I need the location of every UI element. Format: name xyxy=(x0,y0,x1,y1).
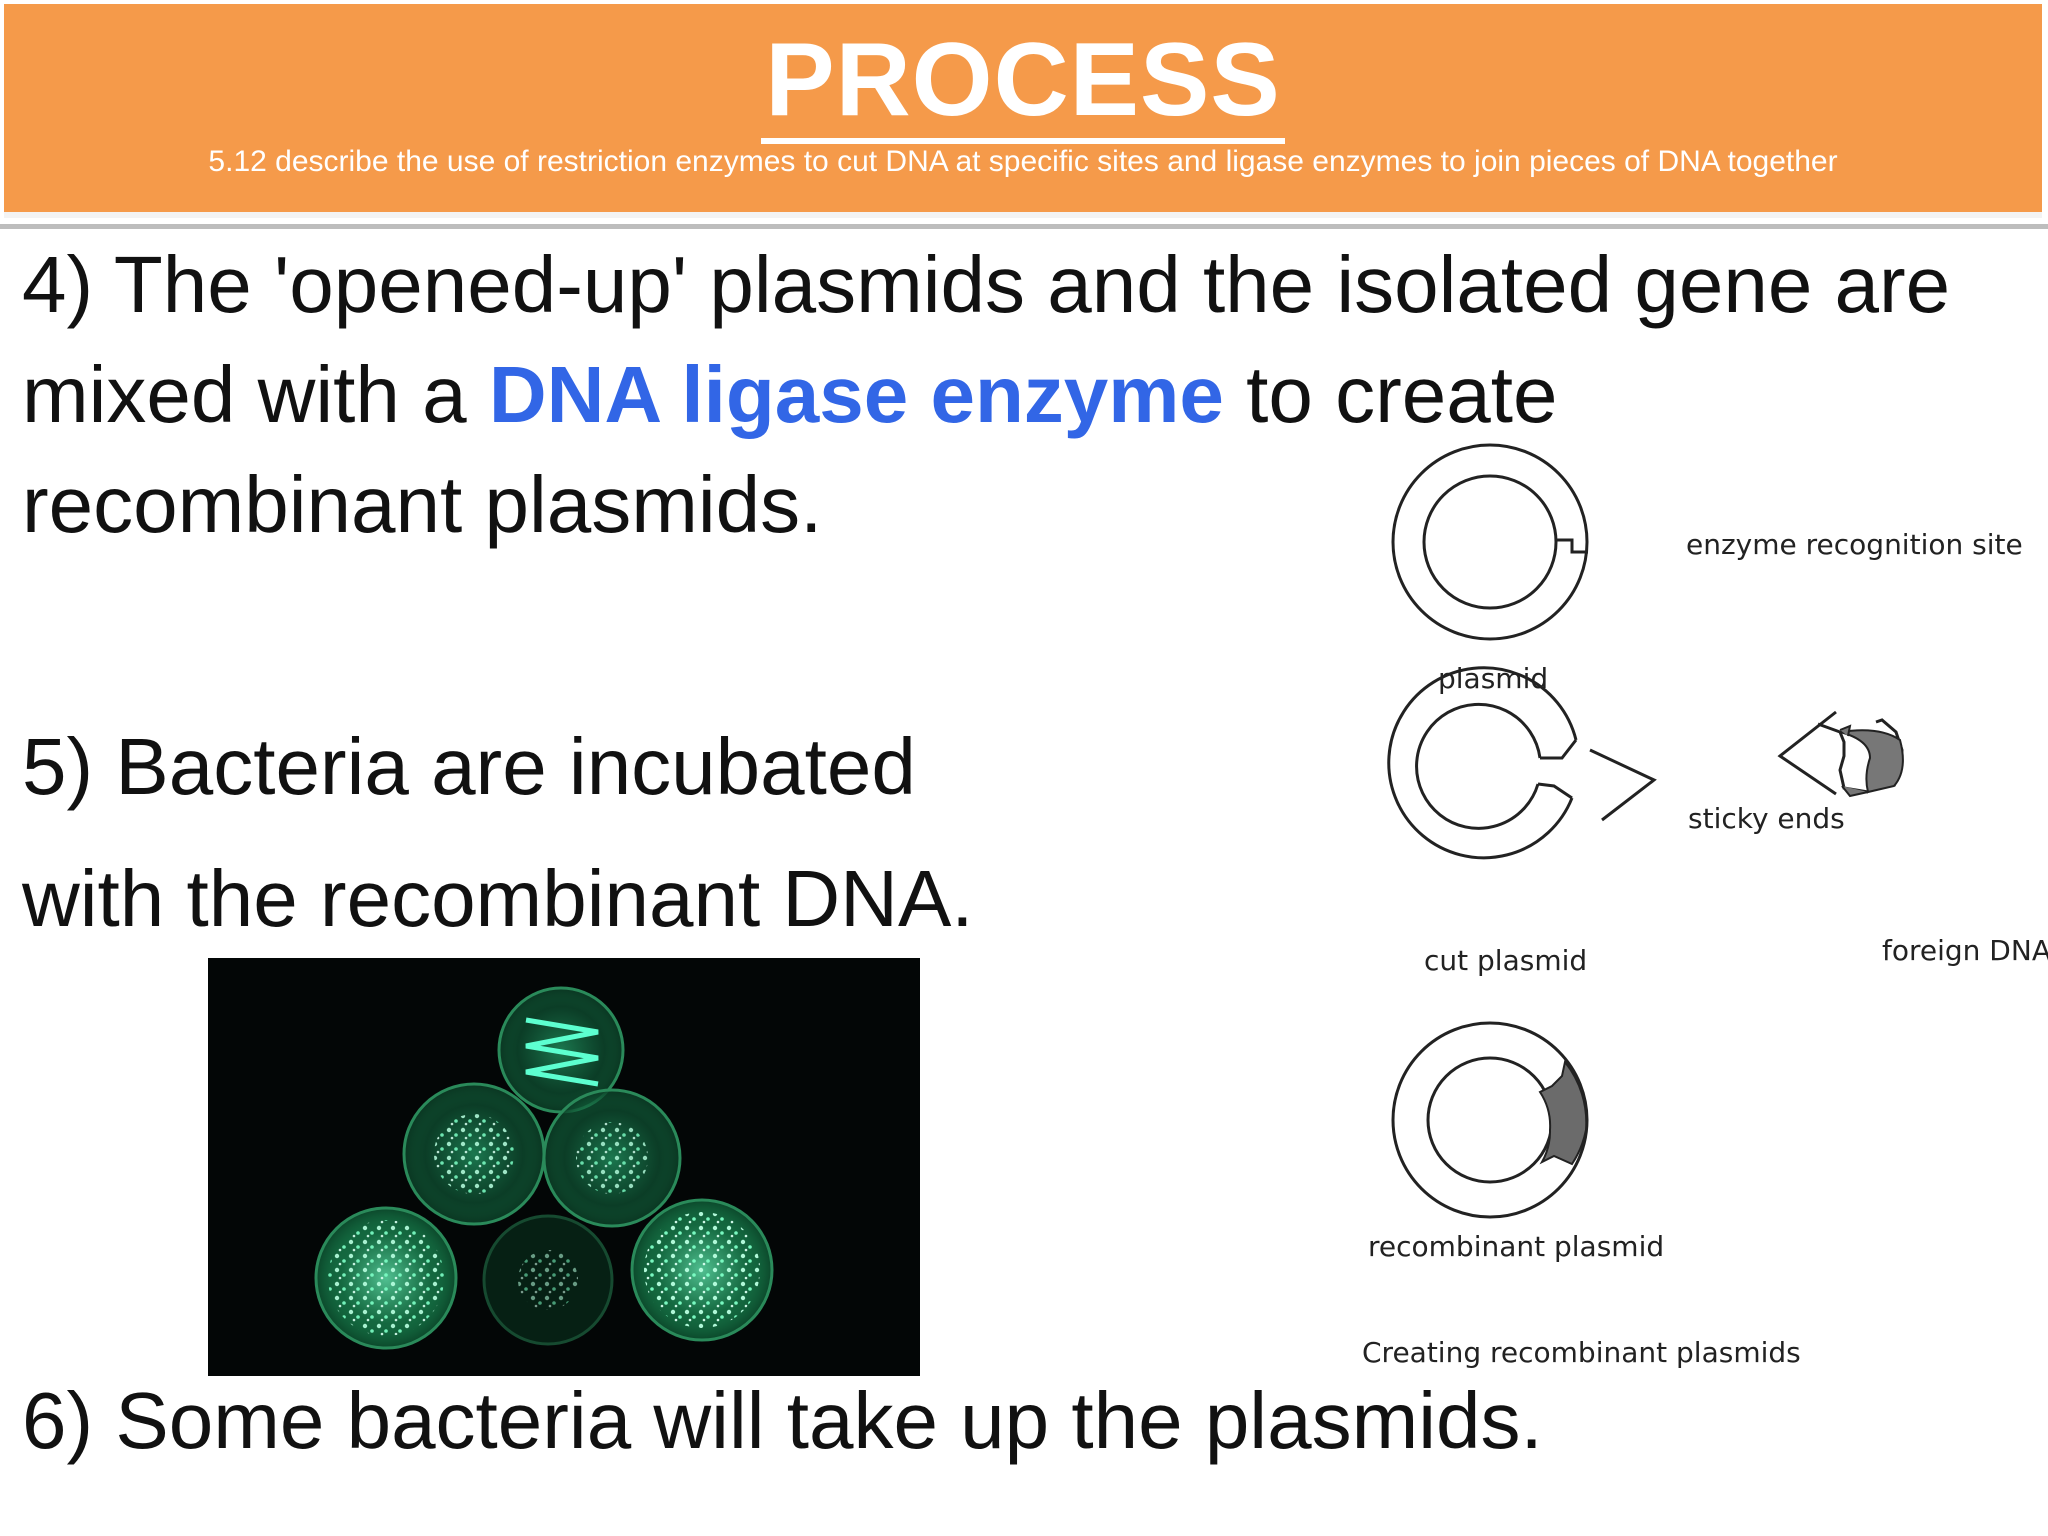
dna-ligase-highlight: DNA ligase enzyme xyxy=(488,350,1224,439)
step5-line2: with the recombinant DNA. xyxy=(22,854,974,943)
page-title: PROCESS xyxy=(4,22,2042,144)
sticky-ends-label: sticky ends xyxy=(1688,802,1845,835)
glowing-bacteria-photo xyxy=(208,958,920,1376)
step4-line2: mixed with a DNA ligase enzyme to create xyxy=(22,340,1557,450)
header-banner: PROCESS 5.12 describe the use of restric… xyxy=(4,4,2042,218)
diagram-drawing xyxy=(1387,443,1904,1219)
recombinant-plasmid-icon xyxy=(1391,1021,1589,1219)
step4-line3: recombinant plasmids. xyxy=(22,460,823,549)
cut-plasmid-label: cut plasmid xyxy=(1424,944,1588,977)
foreign-dna-label: foreign DNA xyxy=(1882,934,2048,967)
step4-text-before: mixed with a xyxy=(22,350,489,439)
petri-dishes-image xyxy=(208,958,920,1376)
recombinant-plasmid-label: recombinant plasmid xyxy=(1368,1230,1665,1263)
cut-plasmid-icon xyxy=(1387,666,1657,860)
foreign-dna-icon xyxy=(1777,710,1904,798)
plasmid-label: plasmid xyxy=(1438,662,1549,695)
enzyme-site-label: enzyme recognition site xyxy=(1686,528,2023,561)
diagram-caption: Creating recombinant plasmids xyxy=(1362,1336,1801,1369)
step5-line1: 5) Bacteria are incubated xyxy=(22,722,916,811)
plasmid-icon xyxy=(1391,443,1589,641)
step4-text-after: to create xyxy=(1223,350,1558,439)
recombinant-plasmid-diagram: enzyme recognition site plasmid sticky e… xyxy=(1340,440,2048,1380)
page-subtitle: 5.12 describe the use of restriction enz… xyxy=(208,145,1838,178)
step6-line: 6) Some bacteria will take up the plasmi… xyxy=(22,1376,1543,1465)
header-divider xyxy=(0,224,2048,229)
step4-line1: 4) The 'opened-up' plasmids and the isol… xyxy=(22,240,1951,329)
